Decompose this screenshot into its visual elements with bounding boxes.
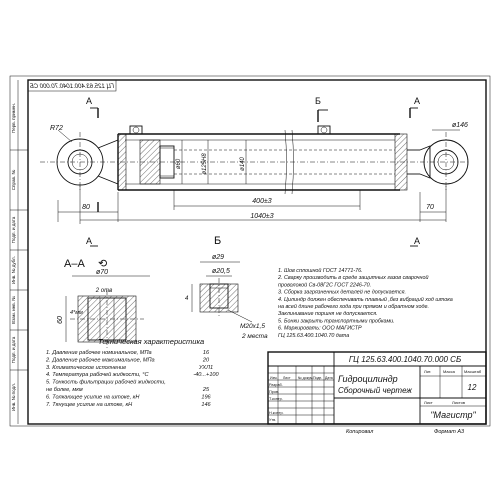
section-a-left-bottom: А <box>86 236 92 246</box>
rotate-icon: ⟲ <box>98 258 107 270</box>
main-view: ø60 ø125Н8 ø140 R72 ø146 А А А А Б 80 <box>40 96 470 247</box>
tb-col-izm: Изм. <box>270 376 278 380</box>
tech-spec-label: 1. Давление рабочее номинальное, МПа <box>46 350 152 356</box>
section-a-left: А <box>86 96 92 106</box>
tech-spec-value: 146 <box>201 402 211 408</box>
dim-radius: R72 <box>50 125 63 132</box>
side-label: Подп. и дата <box>11 336 16 363</box>
tb-razrab: Разраб. <box>269 383 283 387</box>
mirrored-code-box: ГЦ 125.63.400.1040.70.000 СБ <box>27 79 117 92</box>
note-line: ГЦ 125.63.400.1040.70 дата <box>278 333 349 339</box>
dim-right-eye: ø146 <box>452 122 468 129</box>
aa-depth: 4*мм <box>70 310 83 316</box>
copied-label: Копировал <box>346 429 373 435</box>
aa-width: 60 <box>57 316 64 324</box>
side-label: Подп. и дата <box>11 216 16 243</box>
tb-lit: Лит. <box>424 369 431 374</box>
tb-col-sign: Подп. <box>313 376 322 380</box>
tech-spec-label: 4. Температура рабочей жидкости, °С <box>46 371 149 378</box>
section-a-right: А <box>414 96 420 106</box>
detail-b-inner: ø20,5 <box>212 268 230 275</box>
detail-b-view: Б ø29 ø20,5 4 М20х1,5 2 места <box>185 235 268 340</box>
section-aa-view: А–А ⟲ ø70 2 отв 60 4*мм <box>57 258 150 348</box>
tb-name-1: Гидроцилиндр <box>338 374 398 384</box>
dim-rod: ø140 <box>240 157 246 171</box>
title-block: Изм. Лист № докум. Подп. Дата Разраб. Пр… <box>267 351 487 425</box>
section-a-right-bottom: А <box>414 236 420 246</box>
tb-prov: Пров. <box>269 390 279 394</box>
aa-eye-diameter: ø70 <box>96 269 108 276</box>
tech-spec-label: 5. Тонкость фильтрации рабочей жидкости, <box>46 379 166 386</box>
note-line: 4. Цилиндр должен обеспечивать плавный ,… <box>278 296 453 303</box>
detail-b-label: Б <box>214 235 221 247</box>
sheet-frame <box>9 75 491 427</box>
side-margin: Перв. примен. Справ. № Подп. и дата Инв.… <box>10 80 28 424</box>
aa-holes: 2 отв <box>95 288 112 294</box>
tech-spec-value: 196 <box>201 394 211 400</box>
note-line: проволокой Св-08Г2С ГОСТ 2246-70. <box>278 281 371 288</box>
note-line: 1. Шов сплошной ГОСТ 14771-76. <box>278 267 363 274</box>
tech-spec-label: 3. Климатическое исполнение <box>46 365 126 371</box>
tb-col-list: Лист <box>283 376 291 380</box>
tech-spec-label: 2. Давление рабочее максимальное, МПа <box>45 357 155 363</box>
detail-b-thread: М20х1,5 <box>240 323 265 330</box>
note-line: 3. Сборка загрязненных деталей не допуск… <box>278 289 406 296</box>
notes: 1. Шов сплошной ГОСТ 14771-76.2. Сварку … <box>277 267 453 339</box>
side-label: Инв. № дубл. <box>11 256 16 284</box>
tech-spec-label: не более, мкм <box>46 387 83 393</box>
tech-spec: Техническая характеристика 1. Давление р… <box>45 337 220 408</box>
tb-scale-hdr: Масштаб <box>464 369 482 374</box>
side-label: Перв. примен. <box>11 103 16 133</box>
tech-spec-value: 20 <box>202 357 210 363</box>
tb-code: ГЦ 125.63.400.1040.70.000 СБ <box>349 355 461 364</box>
tb-tkontr: Т.контр. <box>269 397 283 401</box>
side-label: Инв. № подл. <box>11 383 16 411</box>
tech-spec-value: -40...+100 <box>193 372 219 378</box>
detail-b-places: 2 места <box>241 333 268 340</box>
tb-col-doc: № докум. <box>298 376 313 380</box>
dim-len-right: 70 <box>426 204 434 211</box>
tech-spec-value: 25 <box>202 387 210 393</box>
tech-spec-value: УХЛ1 <box>198 365 213 371</box>
tb-company: "Магистр" <box>430 410 476 420</box>
dim-total: 1040±3 <box>250 213 273 220</box>
note-line: 6. Маркировать: ООО МАГИСТР <box>278 326 362 332</box>
dim-stroke: 400±3 <box>252 198 272 205</box>
section-aa-label: А–А <box>64 258 85 270</box>
tech-spec-label: 6. Толкающее усилие на штоке, кН <box>46 394 140 400</box>
tb-sheet: Лист <box>424 400 433 405</box>
format-label: Формат А3 <box>434 429 465 435</box>
tb-name-2: Сборочный чертеж <box>338 386 412 395</box>
tech-spec-title: Техническая характеристика <box>98 337 204 346</box>
side-label: Справ. № <box>11 170 16 191</box>
note-line: Заклинивание поршня не допускается. <box>278 311 378 317</box>
dim-bore: ø125Н8 <box>202 153 208 175</box>
tech-spec-label: 7. Тянущее усилие на штоке, кН <box>46 402 133 408</box>
note-line: 2. Сварку производить в среде защитных г… <box>277 274 428 281</box>
note-line: 5. Бонки закрыть транспортными пробками. <box>278 318 395 324</box>
tb-col-date: Дата <box>325 376 333 380</box>
detail-b-depth: 4 <box>185 296 189 302</box>
tb-utv: Утв. <box>269 418 276 422</box>
note-line: на всей длине рабочего хода при прямом и… <box>278 303 429 310</box>
section-b-marker: Б <box>315 96 321 106</box>
tech-spec-value: 16 <box>203 350 210 356</box>
tb-sheets: Листов <box>452 400 465 405</box>
dim-len-left: 80 <box>82 204 90 211</box>
tb-mass-hdr: Масса <box>443 369 456 374</box>
tb-nkontr: Н.контр. <box>269 411 284 415</box>
dim-left-eye: ø60 <box>176 158 182 169</box>
detail-b-outer: ø29 <box>212 254 224 261</box>
mirrored-code: ГЦ 125.63.400.1040.70.000 СБ <box>30 84 114 90</box>
tb-mass: 12 <box>468 383 477 392</box>
side-label: Взам. инв. № <box>11 296 16 324</box>
